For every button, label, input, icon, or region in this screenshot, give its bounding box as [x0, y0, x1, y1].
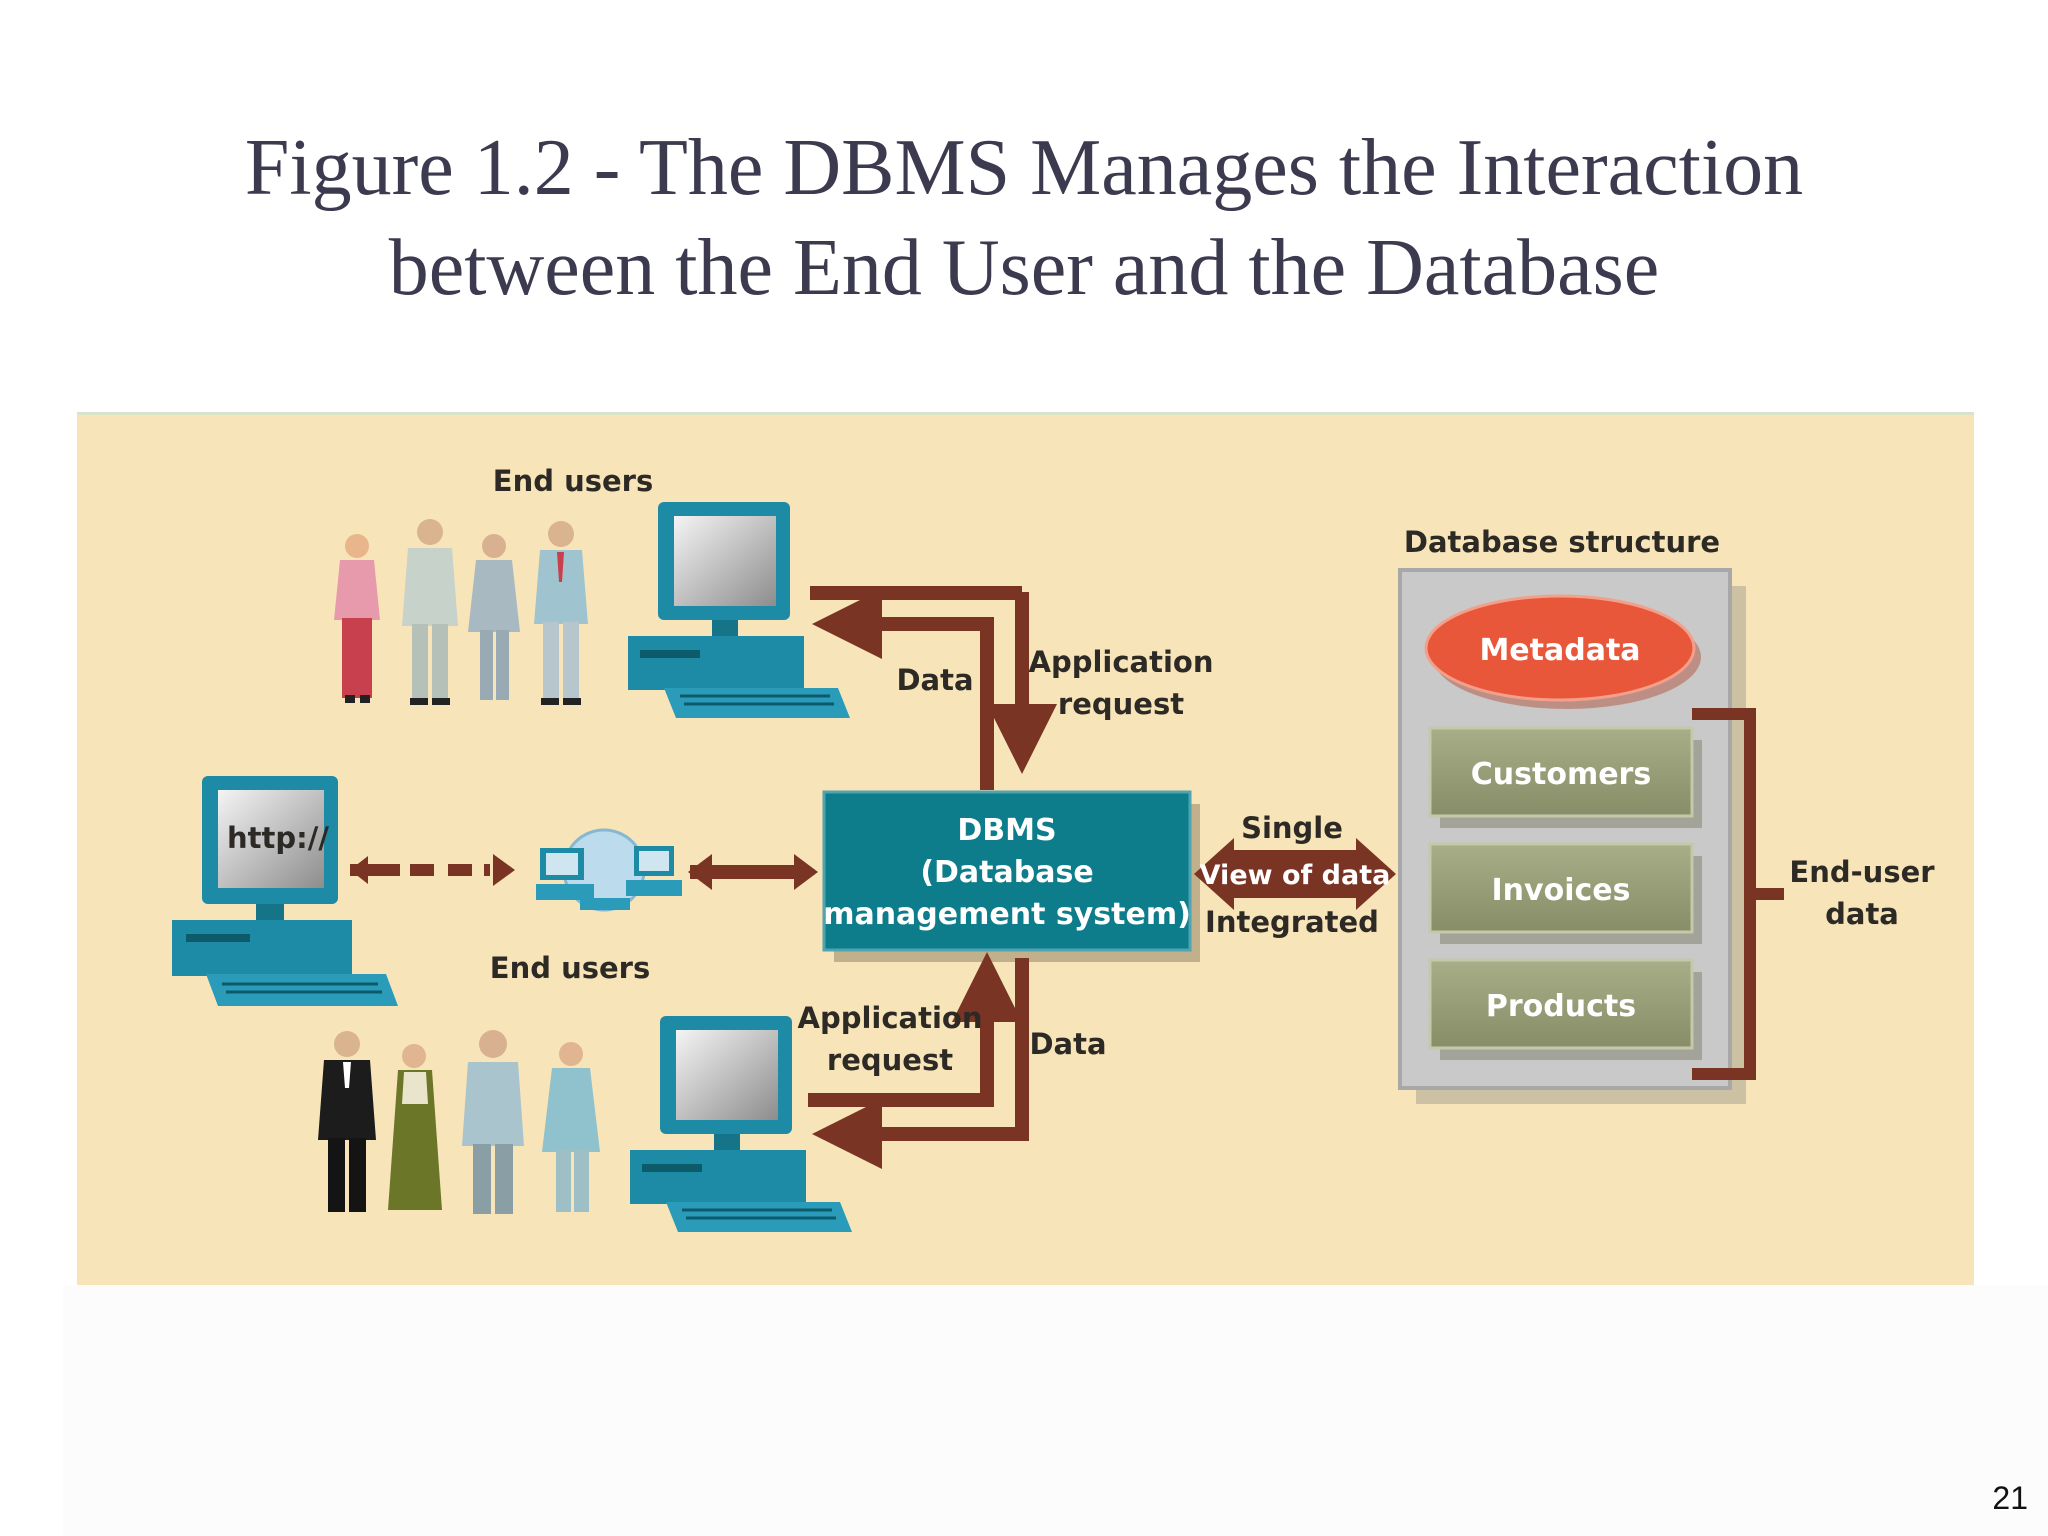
computer-icon — [628, 502, 850, 718]
end-users-top-label: End users — [493, 464, 653, 498]
below-figure-area — [63, 1285, 2048, 1536]
database-structure-label: Database structure — [1404, 525, 1720, 559]
end-users-middle-label: End users — [490, 951, 650, 985]
page-title: Figure 1.2 - The DBMS Manages the Intera… — [0, 118, 2048, 318]
invoices-table-box — [1428, 842, 1702, 944]
browser-url-text: http:// — [227, 821, 329, 855]
application-request-bottom-line2: request — [827, 1043, 953, 1077]
end-user-data-label-line2: data — [1825, 897, 1899, 931]
products-table-box — [1428, 958, 1702, 1060]
person-icon — [462, 1030, 524, 1214]
computer-icon — [630, 1016, 852, 1232]
person-icon — [534, 521, 588, 705]
metadata-label: Metadata — [1479, 633, 1640, 668]
single-label: Single — [1241, 811, 1343, 845]
panel-top-edge — [77, 412, 1974, 415]
integrated-label: Integrated — [1205, 905, 1379, 939]
person-icon — [402, 519, 458, 705]
customers-table-box — [1428, 726, 1702, 828]
computer-icon — [172, 776, 398, 1006]
person-icon — [318, 1031, 376, 1212]
arrowhead-icon — [688, 854, 712, 890]
dbms-label-line1: DBMS — [957, 813, 1056, 848]
dbms-box — [822, 790, 1200, 962]
person-icon — [334, 534, 380, 703]
data-arrow-top — [812, 589, 994, 790]
dbms-label-line2: (Database — [920, 855, 1093, 890]
invoices-label: Invoices — [1492, 873, 1631, 908]
data-bottom-label: Data — [1029, 1027, 1106, 1061]
metadata-oval — [1424, 594, 1701, 709]
person-icon — [388, 1044, 442, 1210]
application-request-bottom-line1: Application — [798, 1001, 983, 1035]
view-of-data-label: View of data — [1200, 860, 1391, 891]
products-label: Products — [1486, 989, 1636, 1024]
person-icon — [542, 1042, 600, 1212]
title-line-1: Figure 1.2 - The DBMS Manages the Intera… — [244, 124, 1804, 212]
dbms-label-line3: management system) — [823, 897, 1191, 932]
arrowhead-icon — [493, 854, 515, 886]
person-icon — [468, 534, 520, 700]
customers-label: Customers — [1471, 757, 1651, 792]
data-arrow-bottom — [812, 958, 1029, 1169]
page-number: 21 — [1992, 1480, 2028, 1516]
title-line-2: between the End User and the Database — [388, 224, 1660, 312]
request-connector-bottom — [808, 972, 994, 1107]
view-of-data-arrow — [1194, 838, 1396, 910]
application-request-top-line2: request — [1058, 687, 1184, 721]
arrowhead-icon — [350, 856, 368, 884]
end-user-data-label-line1: End-user — [1789, 855, 1935, 889]
data-top-label: Data — [896, 663, 973, 697]
application-request-top-line1: Application — [1029, 645, 1214, 679]
arrowhead-icon — [794, 854, 818, 890]
end-user-data-bracket — [1692, 708, 1784, 1080]
network-globe-icon — [536, 828, 682, 912]
